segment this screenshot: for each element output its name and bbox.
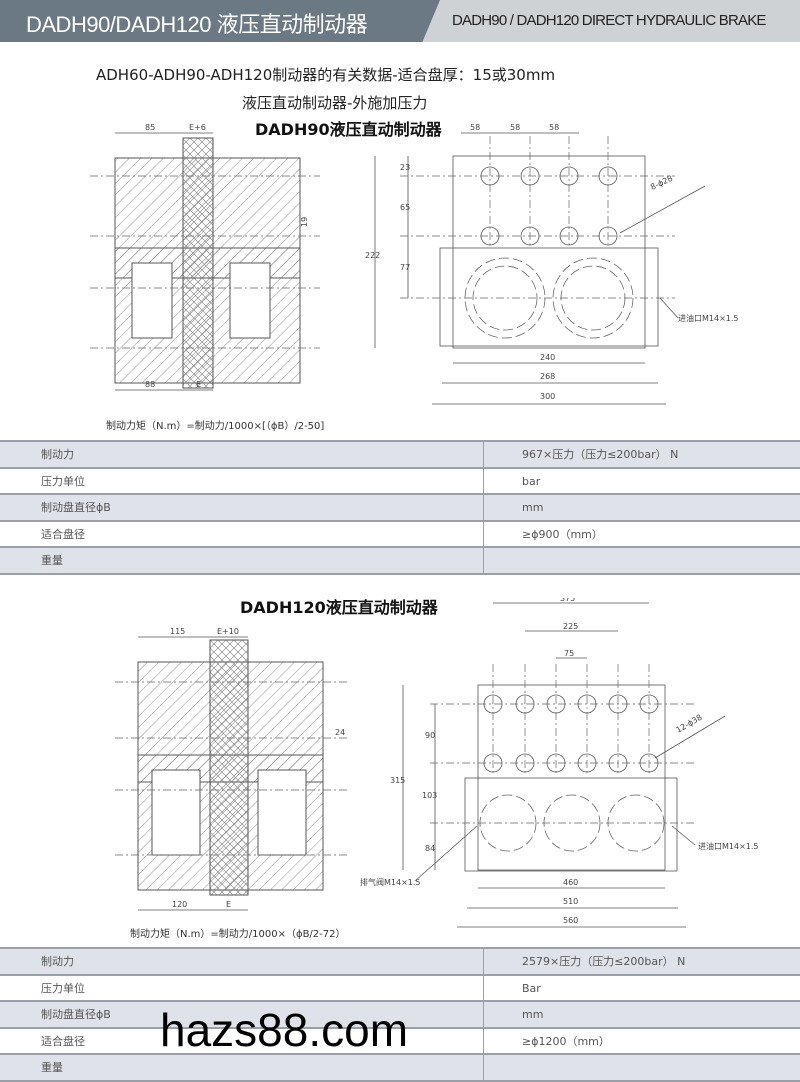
dim-65: 65	[400, 203, 410, 212]
dim-23: 23	[400, 163, 410, 172]
row-value: mm	[522, 501, 544, 514]
dadh120-side-drawing: 115 E+10 24 120 E	[115, 627, 350, 911]
row-label: 压力单位	[0, 975, 484, 1000]
dim-75: 75	[564, 649, 574, 658]
dadh90-side-drawing: 85 E+6 19 88 E	[90, 123, 320, 391]
dim-e6: E+6	[189, 123, 206, 132]
dadh120-title: DADH120液压直动制动器	[240, 598, 438, 617]
row-label: 制动力	[0, 949, 484, 974]
row-label: 适合盘径	[0, 1028, 484, 1053]
holes-label: 8-ϕ28	[649, 174, 674, 192]
intro-line-1: ADH60-ADH90-ADH120制动器的有关数据-适合盘厚：15或30mm	[96, 66, 556, 84]
row-value: mm	[522, 1008, 544, 1021]
row-value	[484, 1055, 800, 1080]
table-row: 制动力 967×压力（压力≤200bar） N	[0, 442, 800, 469]
table-row: 制动盘直径ϕB mm	[0, 495, 800, 522]
dim-88: 88	[145, 380, 155, 389]
row-value: ≥ϕ1200（mm）	[522, 1034, 610, 1048]
dim-58-2: 58	[510, 123, 520, 132]
row-label: 制动盘直径ϕB	[0, 495, 484, 520]
dim-e: E	[196, 380, 201, 389]
row-label: 适合盘径	[0, 521, 484, 546]
table-row: 制动盘直径ϕB mm	[0, 1002, 800, 1029]
row-value: bar	[522, 474, 541, 488]
dadh90-title: DADH90液压直动制动器	[255, 120, 442, 139]
dadh120-formula: 制动力矩（N.m）=制动力/1000×（ϕB/2-72）	[130, 929, 346, 940]
row-label: 重量	[0, 548, 484, 573]
intro-line-2: 液压直动制动器-外施加压力	[242, 94, 428, 112]
row-value: 2579×压力（压力≤200bar） N	[522, 955, 686, 968]
vent-label: 排气阀M14×1.5	[360, 877, 421, 887]
watermark: hazs88.com	[160, 1004, 409, 1056]
dadh120-front-drawing: 375 225 75 90 103 84 315 12-ϕ38 进油口M14×1…	[360, 598, 759, 928]
page-title: DADH90/DADH120 液压直动制动器	[26, 12, 368, 37]
dim-510: 510	[563, 897, 578, 906]
dim-560: 560	[563, 916, 578, 925]
row-value: ≥ϕ900（mm）	[522, 527, 603, 541]
dadh120-spec-table: 制动力 2579×压力（压力≤200bar） N 压力单位 Bar 制动盘直径ϕB mm 适…	[0, 947, 800, 1082]
dim-120: 120	[172, 900, 187, 909]
dim-315: 315	[390, 776, 405, 785]
dadh90-spec-table: 制动力 967×压力（压力≤200bar） N 压力单位 bar 制动盘直径ϕB mm 适合…	[0, 440, 800, 575]
inlet-label-120: 进油口M14×1.5	[698, 841, 759, 851]
table-row: 适合盘径 ≥ϕ900（mm）	[0, 521, 800, 548]
dim-225: 225	[563, 622, 578, 631]
dim-84: 84	[425, 844, 435, 853]
page-title-en: DADH90 / DADH120 DIRECT HYDRAULIC BRAKE	[452, 12, 766, 29]
dim-58-1: 58	[470, 123, 480, 132]
inlet-label: 进油口M14×1.5	[678, 313, 739, 323]
table-row: 压力单位 bar	[0, 468, 800, 495]
dim-115: 115	[170, 627, 185, 636]
dim-268: 268	[540, 372, 555, 381]
dim-90: 90	[425, 731, 435, 740]
row-label: 压力单位	[0, 468, 484, 493]
dadh90-front-drawing: 58 58 58 23 65 77 222 8-ϕ28 进油口M14×1.5 2…	[365, 123, 739, 405]
table-row: 重量	[0, 548, 800, 575]
row-value	[484, 548, 800, 573]
table-row: 制动力 2579×压力（压力≤200bar） N	[0, 949, 800, 976]
dim-19: 19	[300, 217, 309, 227]
row-value: 967×压力（压力≤200bar） N	[522, 448, 679, 461]
row-label: 制动力	[0, 442, 484, 467]
dadh90-formula: 制动力矩（N.m）=制动力/1000×[（ϕB）/2-50]	[106, 421, 325, 432]
header-bar: DADH90/DADH120 液压直动制动器 DADH90 / DADH120 …	[0, 0, 800, 42]
row-label: 重量	[0, 1055, 484, 1080]
row-label: 制动盘直径ϕB	[0, 1002, 484, 1027]
dim-375: 375	[560, 598, 575, 603]
header-title-panel	[0, 0, 440, 42]
dim-240: 240	[540, 353, 555, 362]
row-value: Bar	[522, 981, 541, 995]
dim-85: 85	[145, 123, 155, 132]
dim-e10: E+10	[217, 627, 239, 636]
dim-e-2: E	[226, 900, 231, 909]
table-row: 压力单位 Bar	[0, 975, 800, 1002]
dim-103: 103	[422, 791, 437, 800]
dim-460: 460	[563, 878, 578, 887]
dim-77: 77	[400, 263, 410, 272]
table-row: 适合盘径 ≥ϕ1200（mm）	[0, 1028, 800, 1055]
dim-300: 300	[540, 392, 555, 401]
dim-222: 222	[365, 251, 380, 260]
dim-24: 24	[335, 728, 345, 737]
dim-58-3: 58	[549, 123, 559, 132]
